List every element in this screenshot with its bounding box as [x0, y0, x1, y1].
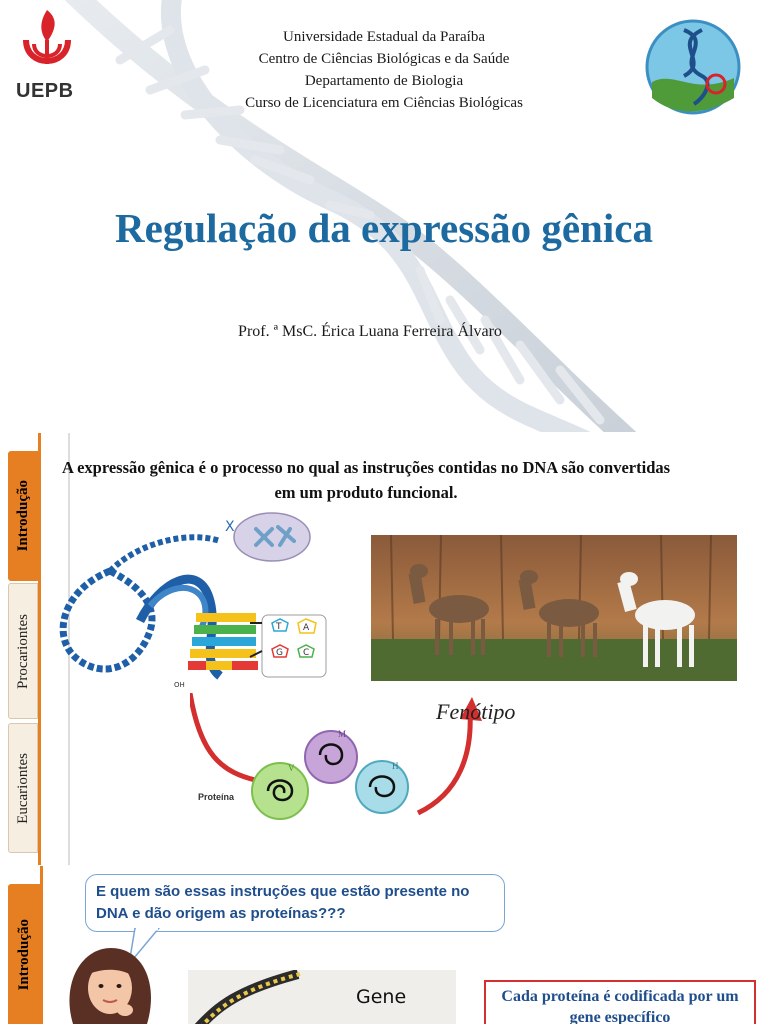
- tab-label: Eucariontes: [14, 752, 31, 824]
- institution-header: Universidade Estadual da Paraíba Centro …: [160, 26, 608, 114]
- speech-bubble-tail: [127, 928, 160, 967]
- tab-procariontes[interactable]: Procariontes: [8, 583, 38, 719]
- phenotype-label: Fenótipo: [436, 699, 516, 724]
- institution-line: Universidade Estadual da Paraíba: [282, 29, 485, 45]
- gene-label: Gene: [356, 986, 407, 1008]
- tab-label: Introdução: [14, 480, 31, 552]
- institution-line: Departamento de Biologia: [304, 73, 464, 89]
- protein-v-label: V: [288, 763, 295, 773]
- protein-m-label: M: [338, 729, 346, 739]
- institution-line: Centro de Ciências Biológicas e da Saúde: [258, 51, 510, 67]
- base-a-label: A: [303, 623, 310, 633]
- gene-dna-photo: [188, 970, 456, 1024]
- biology-course-logo-icon: [645, 19, 741, 115]
- tab-label: Procariontes: [14, 613, 31, 689]
- thinking-woman-illustration: [69, 948, 151, 1024]
- title-slide: UEPB Universidade Estadual da Paraíba Ce…: [0, 0, 768, 432]
- protein-h-label: H: [392, 761, 399, 771]
- deer-phenotype-photo: [371, 535, 737, 681]
- oh-label: OH: [174, 681, 185, 689]
- protein-label: Proteína: [198, 792, 235, 802]
- svg-text:X: X: [225, 519, 235, 535]
- institution-line: Curso de Licenciatura em Ciências Biológ…: [245, 95, 523, 111]
- gene-slide: Introdução E quem são essas instruções q…: [0, 866, 768, 1024]
- dna-helix-background: [64, 0, 637, 432]
- base-g-label: G: [276, 648, 283, 658]
- professor-name: Prof. ª MsC. Érica Luana Ferreira Álvaro: [238, 323, 502, 340]
- base-t-label: T: [275, 622, 282, 632]
- dna-to-protein-diagram: X T A G C OH: [59, 512, 327, 689]
- tab-rail: [40, 866, 43, 1024]
- tab-introducao[interactable]: Introdução: [8, 451, 38, 581]
- base-c-label: C: [303, 648, 309, 658]
- question-speech-bubble: E quem são essas instruções que estão pr…: [85, 874, 505, 932]
- tab-rail: [38, 433, 41, 865]
- tab-introducao[interactable]: Introdução: [8, 884, 40, 1024]
- uepb-logo-text: UEPB: [16, 80, 74, 102]
- protein-illustration: V M H: [190, 693, 482, 820]
- tab-label: Introdução: [15, 919, 32, 991]
- tab-eucariontes[interactable]: Eucariontes: [8, 723, 38, 853]
- gene-callout-box: Cada proteína é codificada por um gene e…: [484, 980, 756, 1024]
- dna-strand-graphic: [194, 970, 301, 1024]
- expression-slide: Introdução Procariontes Eucariontes A ex…: [0, 433, 768, 865]
- uepb-logo-icon: [23, 10, 71, 64]
- expression-definition: A expressão gênica é o processo no qual …: [61, 458, 671, 502]
- presentation-title: Regulação da expressão gênica: [115, 205, 653, 251]
